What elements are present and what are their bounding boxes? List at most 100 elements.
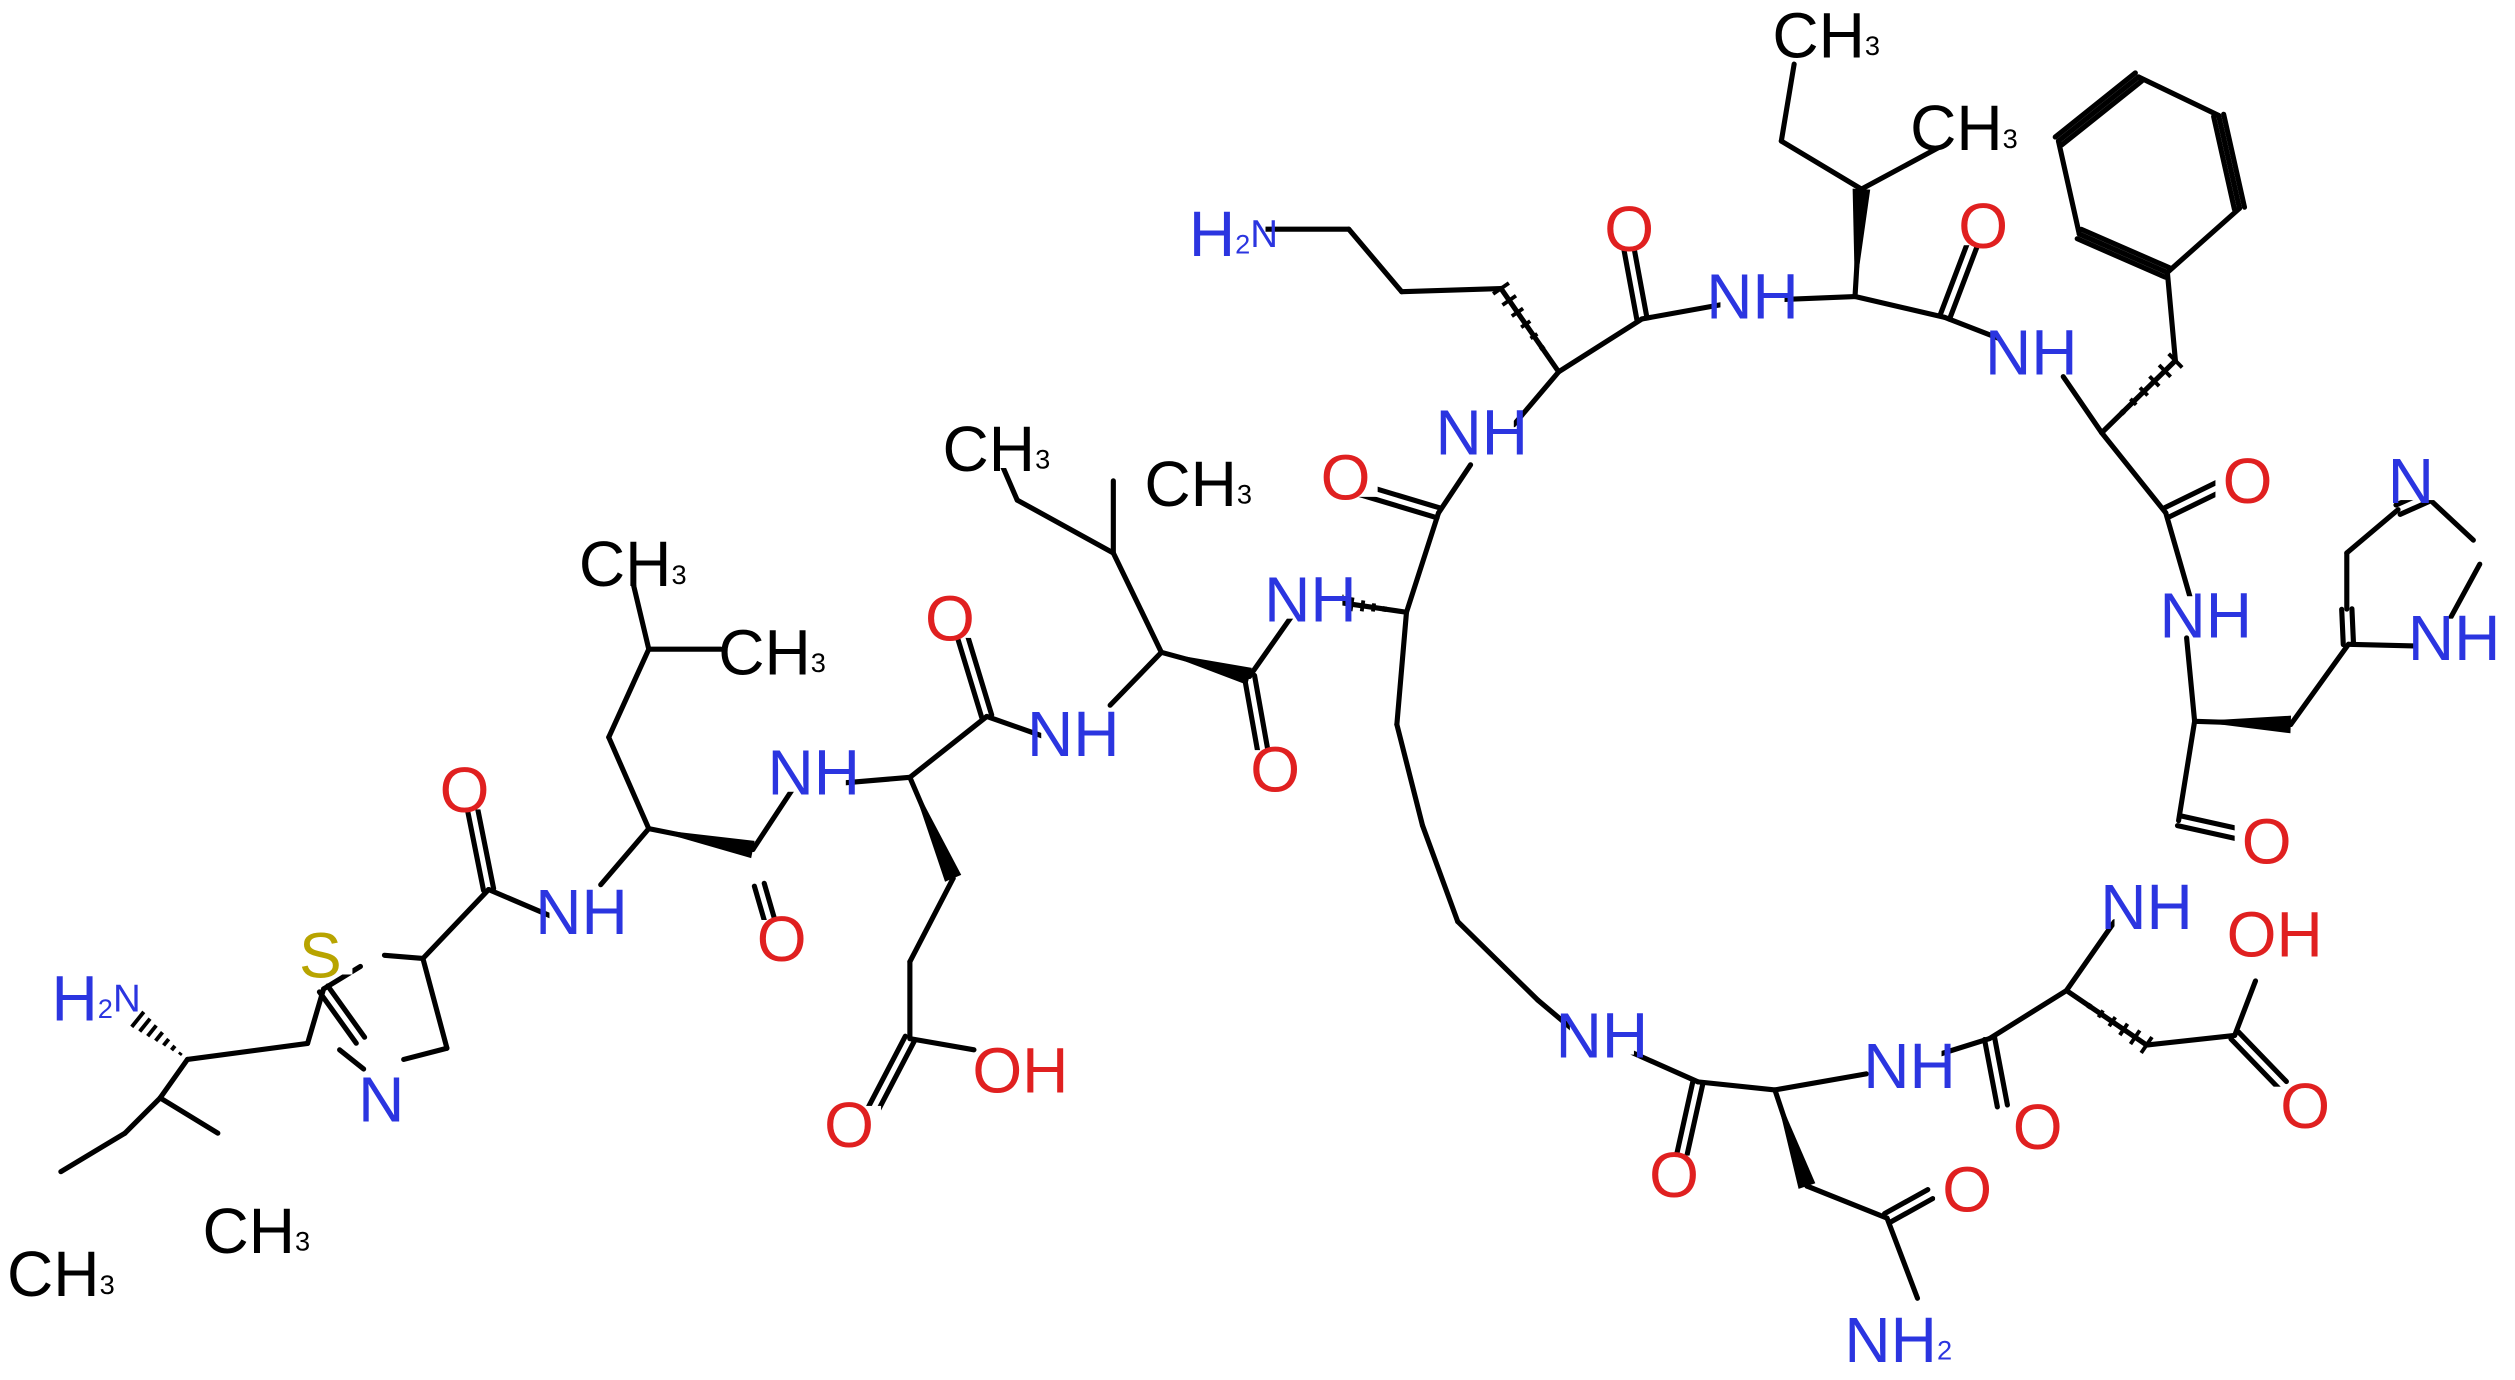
atom-label-nh: NH — [2408, 602, 2501, 674]
atom-label-o: O — [2273, 1070, 2338, 1142]
bond-119 — [2339, 606, 2346, 648]
atom-label-o: O — [917, 583, 982, 655]
bond-85 — [1399, 285, 1504, 295]
bond-86 — [1346, 226, 1405, 295]
bond-76 — [1775, 293, 1858, 303]
bond-66 — [2099, 358, 2178, 436]
bond-123 — [2211, 113, 2238, 213]
bond-37 — [1394, 609, 1410, 728]
stereo-hashed-wedge — [2075, 996, 2154, 1055]
svg-text:NH: NH — [1435, 397, 1528, 469]
svg-text:NH: NH — [2160, 579, 2253, 651]
atom-label-o: O — [2234, 805, 2299, 877]
stereo-hashed-wedge — [2109, 352, 2184, 425]
atom-label-o: O — [1951, 190, 2016, 262]
atom-label-nh: NH — [1863, 1030, 1956, 1102]
bond-97 — [1674, 1078, 1696, 1156]
svg-text:OH: OH — [972, 1035, 1068, 1107]
bond-74 — [1942, 314, 2005, 343]
svg-text:CH3: CH3 — [202, 1195, 310, 1267]
atom-label-nh2: NH2 — [1844, 1304, 1952, 1376]
bond-16 — [630, 579, 652, 652]
atom-label-ch3: CH3 — [1910, 92, 2018, 164]
bond-72 — [2055, 138, 2082, 237]
bond-43 — [1695, 1079, 1778, 1093]
svg-text:O: O — [440, 754, 490, 826]
svg-text:O: O — [2223, 445, 2273, 517]
svg-text:CH3: CH3 — [1144, 448, 1252, 520]
svg-text:O: O — [925, 583, 975, 655]
svg-text:O: O — [1958, 190, 2008, 262]
bond-47 — [1884, 1215, 1921, 1301]
svg-text:NH: NH — [1264, 563, 1357, 635]
atom-label-s: S — [288, 919, 353, 991]
bond-60 — [2344, 507, 2401, 556]
svg-text:H2N: H2N — [52, 963, 141, 1035]
bond-71 — [2055, 74, 2142, 144]
bond-10 — [381, 952, 426, 962]
stereo-bold-wedge — [1161, 652, 1252, 685]
svg-text:O: O — [1604, 193, 1654, 265]
bond-124 — [2052, 70, 2138, 140]
bond-118 — [2349, 606, 2357, 647]
bond-4 — [184, 1040, 311, 1063]
atom-label-nh: NH — [1264, 563, 1357, 635]
atom-label-nh: NH — [2100, 871, 2193, 943]
svg-text:NH: NH — [1556, 999, 1649, 1071]
bond-78 — [1778, 138, 1864, 192]
bond-48 — [1935, 1036, 1993, 1058]
bonds-layer — [58, 61, 2483, 1301]
svg-text:CH3: CH3 — [718, 616, 826, 688]
bond-67 — [2164, 269, 2178, 364]
bond-68 — [2164, 205, 2243, 276]
bond-73 — [2076, 231, 2170, 276]
bond-2 — [157, 1095, 221, 1136]
svg-text:O: O — [824, 1089, 874, 1161]
atom-label-o: O — [1641, 1139, 1707, 1211]
atom-label-nh: NH — [2160, 579, 2253, 651]
bond-96 — [1684, 1080, 1706, 1158]
svg-text:O: O — [2242, 805, 2292, 877]
bond-101 — [1981, 1037, 2000, 1110]
atom-label-ch3: CH3 — [1144, 448, 1252, 520]
atom-label-o: O — [1935, 1153, 2000, 1225]
bond-14 — [606, 734, 652, 832]
atom-label-o: O — [1597, 193, 1662, 265]
svg-text:O: O — [2013, 1091, 2063, 1163]
bond-24 — [907, 875, 956, 965]
atom-label-o: O — [2005, 1091, 2070, 1163]
svg-text:NH: NH — [1027, 698, 1120, 770]
bond-114 — [865, 1033, 908, 1110]
svg-text:NH: NH — [2100, 871, 2193, 943]
bond-49 — [1987, 987, 2070, 1042]
atom-label-o: O — [1243, 733, 1308, 805]
svg-text:O: O — [2280, 1070, 2330, 1142]
atom-label-oh: OH — [2227, 898, 2323, 970]
bond-51 — [2063, 987, 2150, 1048]
bond-11 — [420, 886, 492, 962]
bond-99 — [1881, 1187, 1931, 1217]
bond-116 — [316, 989, 359, 1046]
stereo-hashed-wedge — [130, 1010, 183, 1056]
atom-label-ch3: CH3 — [579, 528, 687, 600]
bond-58 — [2345, 641, 2417, 649]
svg-text:O: O — [1942, 1153, 1992, 1225]
svg-text:CH3: CH3 — [7, 1238, 115, 1310]
atom-label-ch3: CH3 — [202, 1195, 310, 1267]
bond-63 — [2163, 510, 2193, 599]
atom-label-o: O — [749, 903, 814, 975]
bond-52 — [2143, 1032, 2238, 1048]
atom-label-h2n: H2N — [52, 963, 141, 1035]
bond-88 — [464, 807, 487, 894]
bond-62 — [2448, 561, 2483, 620]
bond-121 — [2397, 498, 2432, 517]
bond-39 — [1419, 822, 1461, 925]
bond-108 — [1946, 236, 1983, 322]
stereo-hashed-wedge — [1491, 281, 1553, 363]
atom-label-oh: OH — [972, 1035, 1068, 1107]
bond-55 — [2184, 635, 2198, 724]
atom-label-o: O — [2215, 445, 2280, 517]
bond-46 — [1804, 1183, 1890, 1221]
bond-21 — [907, 713, 990, 780]
bond-54 — [2176, 718, 2198, 824]
